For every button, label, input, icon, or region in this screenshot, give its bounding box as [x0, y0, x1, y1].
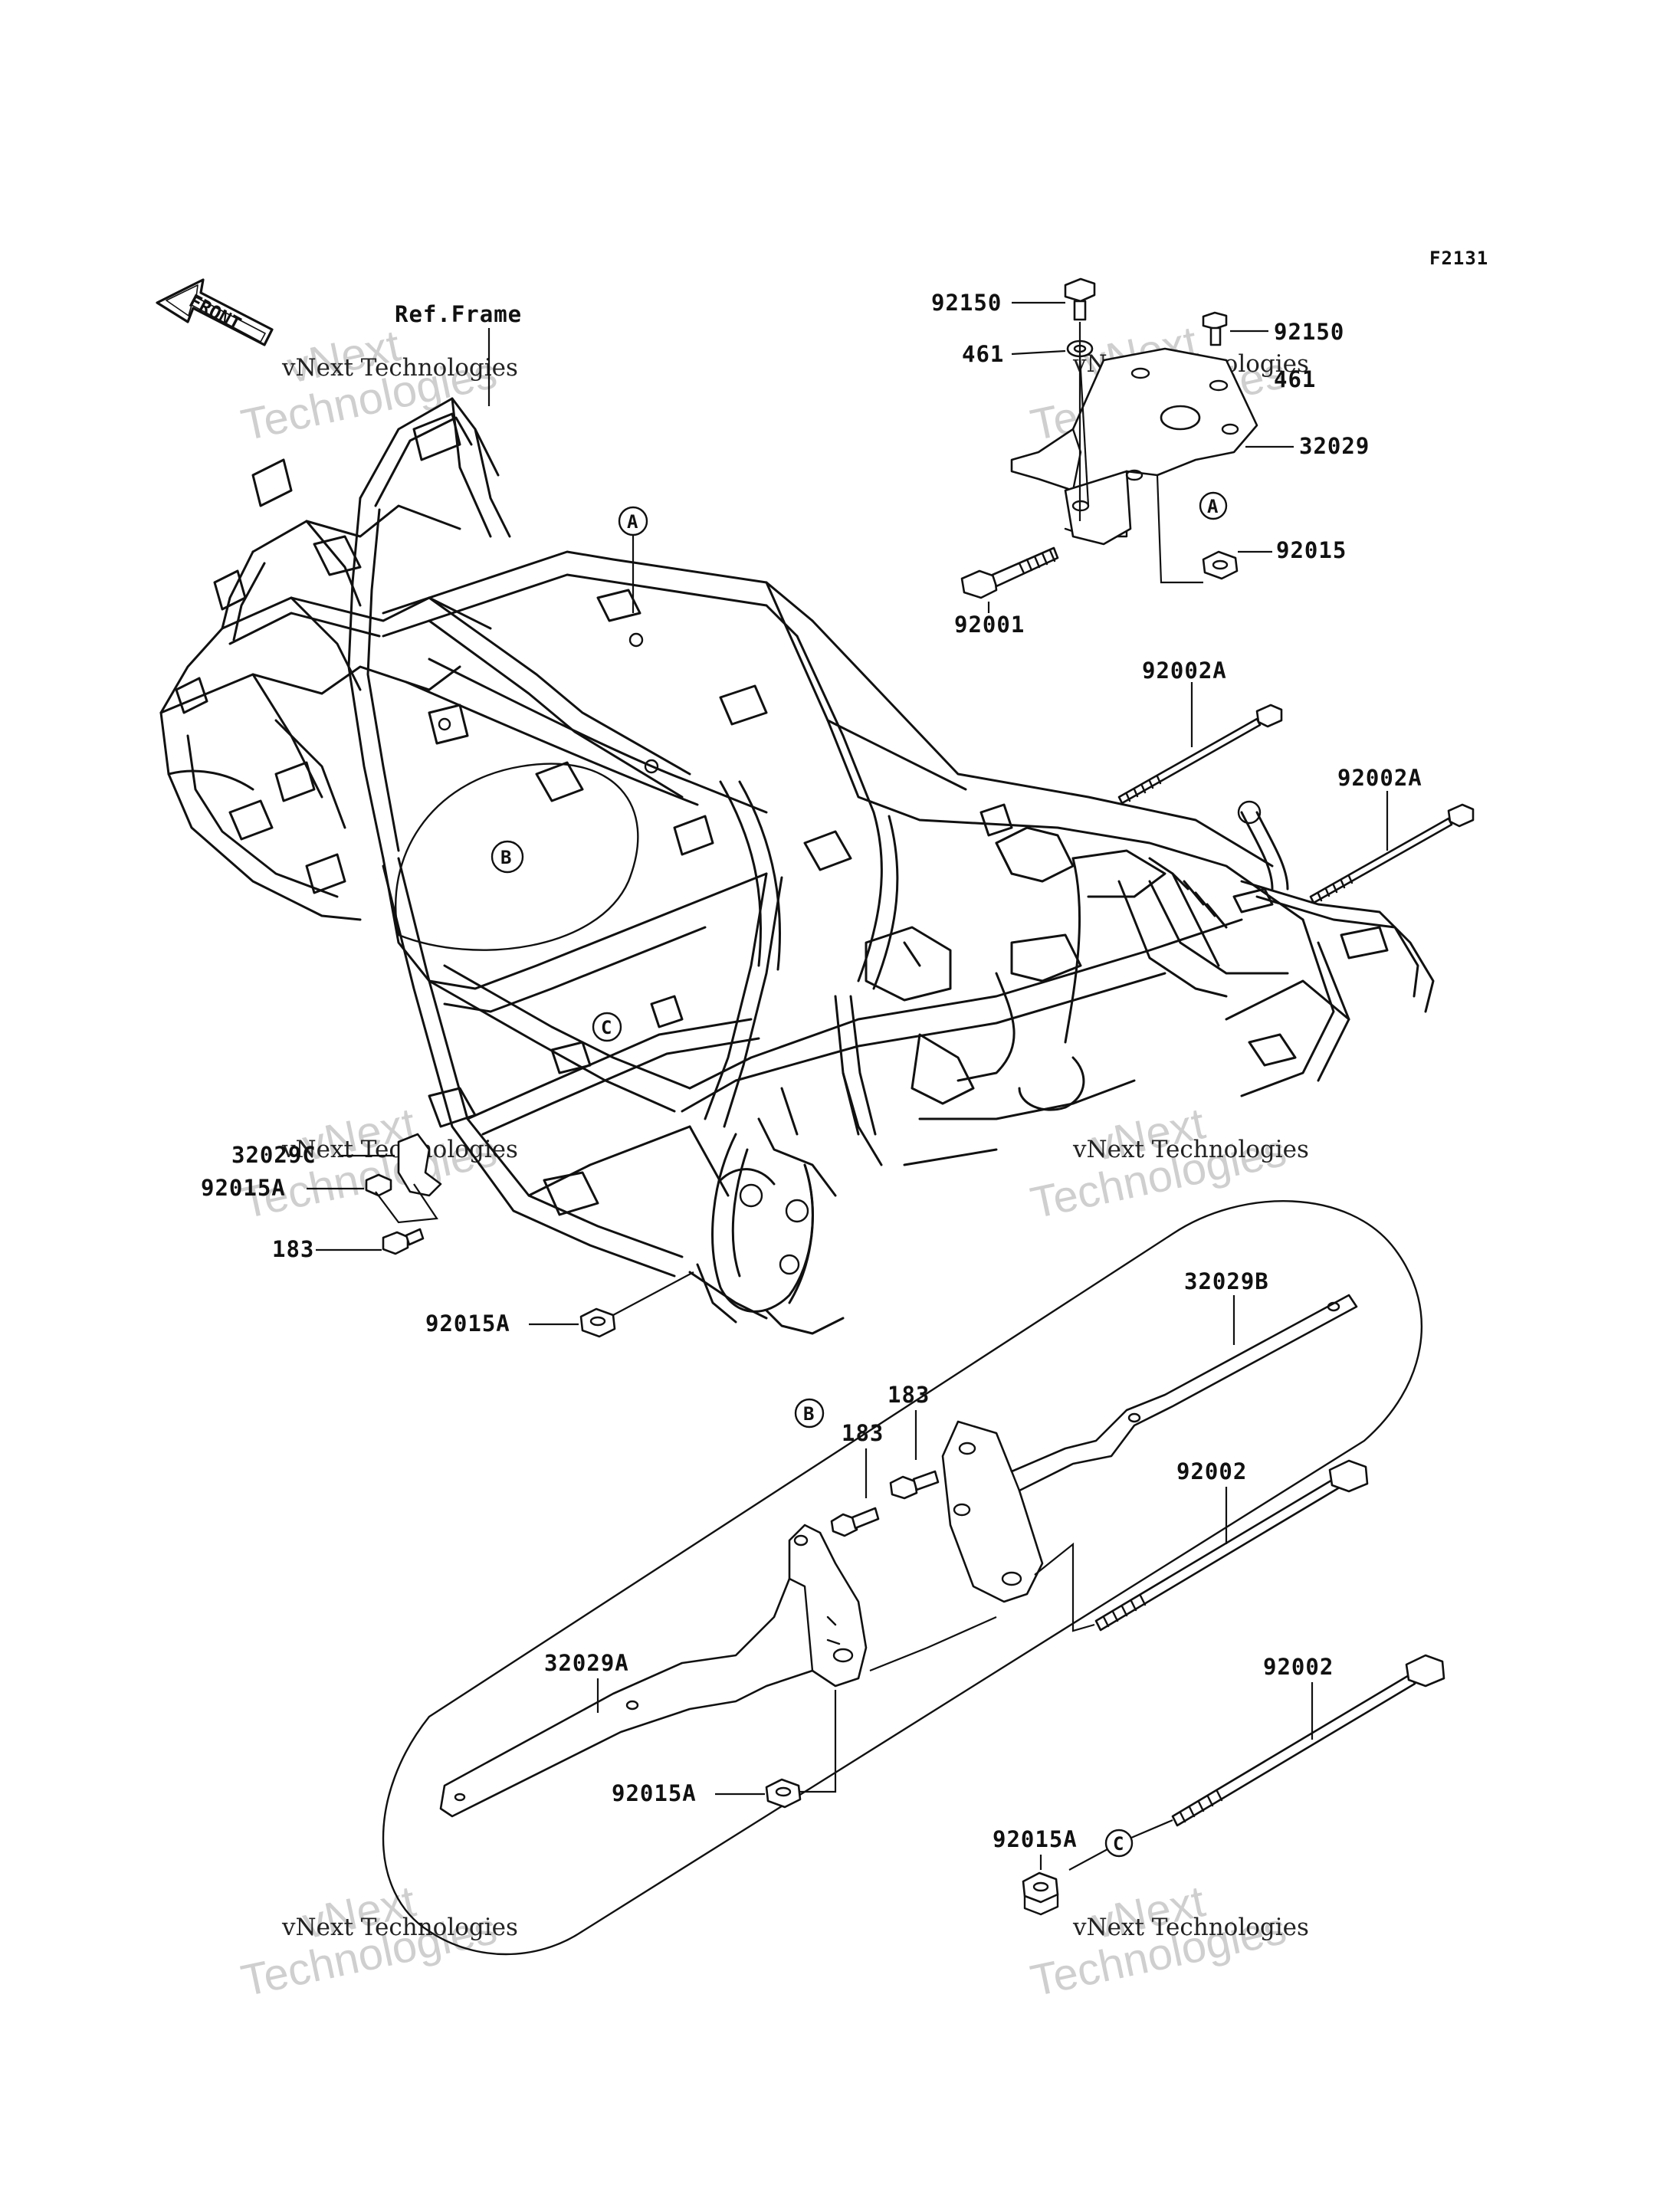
- label-92002a-top: 92002A: [1142, 658, 1227, 684]
- bracket-32029a: [439, 1524, 868, 1818]
- label-92001: 92001: [954, 612, 1025, 638]
- bolt-92002a-lower: [1309, 803, 1475, 904]
- watermark-bottom-right: vNext Technologies vNext Technologies: [1026, 1876, 1309, 2006]
- callout-c-letter: C: [601, 1017, 612, 1038]
- bracket-32029: [1010, 347, 1258, 546]
- bracket-32029b: [941, 1294, 1358, 1603]
- label-183-left: 183: [272, 1236, 314, 1262]
- callout-a-frame: A: [618, 506, 648, 613]
- label-92002-b: 92002: [1263, 1654, 1334, 1680]
- watermark-company: vNext Technologies: [1072, 1136, 1309, 1163]
- label-32029: 32029: [1299, 433, 1370, 459]
- atv-main-frame: [159, 397, 1435, 1335]
- label-92015a-bottom: 92015A: [425, 1310, 510, 1337]
- nut-92015a-outer: [1022, 1871, 1059, 1916]
- label-183-detail-2: 183: [842, 1420, 884, 1446]
- nut-92015a-inner: [765, 1778, 802, 1809]
- bolt-92150-left: [1064, 277, 1096, 321]
- label-92015a-left: 92015A: [201, 1175, 286, 1201]
- label-92002a-right: 92002A: [1337, 765, 1422, 791]
- callout-a-letter: A: [627, 511, 638, 533]
- bolt-183-left: [382, 1231, 409, 1255]
- bolt-92001: [960, 546, 1059, 599]
- bracket-32029c: [397, 1133, 442, 1197]
- watermark-mid-right: vNext Technologies vNext Technologies: [1026, 1098, 1309, 1228]
- callout-c-frame: C: [592, 1012, 622, 1042]
- label-461-right: 461: [1274, 366, 1316, 392]
- front-arrow-icon: FRONT: [156, 278, 274, 346]
- watermark-company: vNext Technologies: [281, 1914, 518, 1941]
- label-32029a: 32029A: [544, 1650, 629, 1676]
- bolt-92002-detail-upper: [1094, 1459, 1369, 1632]
- label-92002-a: 92002: [1176, 1458, 1247, 1484]
- callout-a-upper: A: [1199, 491, 1228, 520]
- callout-b-detail-letter: B: [803, 1403, 814, 1425]
- label-32029c: 32029C: [231, 1142, 317, 1168]
- callout-c-lower-letter: C: [1113, 1833, 1124, 1855]
- nut-92015: [1202, 550, 1239, 580]
- watermark-company: vNext Technologies: [281, 354, 518, 382]
- label-32029b: 32029B: [1184, 1268, 1269, 1294]
- bolt-92002a-upper: [1117, 704, 1283, 805]
- nut-92015a-bottom: [579, 1307, 616, 1338]
- callout-b-frame: B: [491, 840, 524, 874]
- ref-frame-label: Ref.Frame: [395, 301, 522, 327]
- label-92015a-inner: 92015A: [612, 1780, 697, 1806]
- label-92015a-outer: 92015A: [993, 1826, 1078, 1852]
- figure-code: F2131: [1429, 248, 1488, 269]
- callout-c-lower: C: [1104, 1829, 1134, 1858]
- bolt-183-detail-lower: [830, 1507, 880, 1537]
- labels-top: 92150 461 92150 461 32029 92015 92001: [931, 290, 1370, 638]
- bolt-183-detail-upper: [889, 1470, 940, 1500]
- label-183-detail-1: 183: [888, 1382, 930, 1408]
- leader-a-bracket: [1156, 474, 1203, 584]
- left-small-parts: [365, 1133, 442, 1255]
- bolt-92150-right: [1202, 311, 1228, 346]
- upper-bracket-assembly: A: [960, 277, 1258, 599]
- label-92150-left: 92150: [931, 290, 1002, 316]
- label-92015: 92015: [1276, 537, 1347, 563]
- watermark-bottom-left: vNext Technologies vNext Technologies: [237, 1876, 518, 2006]
- callout-b-detail: B: [794, 1398, 825, 1429]
- watermark-company: vNext Technologies: [1072, 1914, 1309, 1941]
- nut-92015a-left: [365, 1173, 392, 1197]
- callout-a-upper-letter: A: [1207, 496, 1219, 517]
- label-92150-right: 92150: [1274, 319, 1344, 345]
- front-arrow-label: FRONT: [185, 290, 244, 336]
- callout-b-letter: B: [500, 847, 511, 868]
- label-461-left: 461: [962, 341, 1004, 367]
- bolt-92002-outer-lower: [1171, 1654, 1445, 1827]
- detail-b-enclosure: [382, 1200, 1423, 1956]
